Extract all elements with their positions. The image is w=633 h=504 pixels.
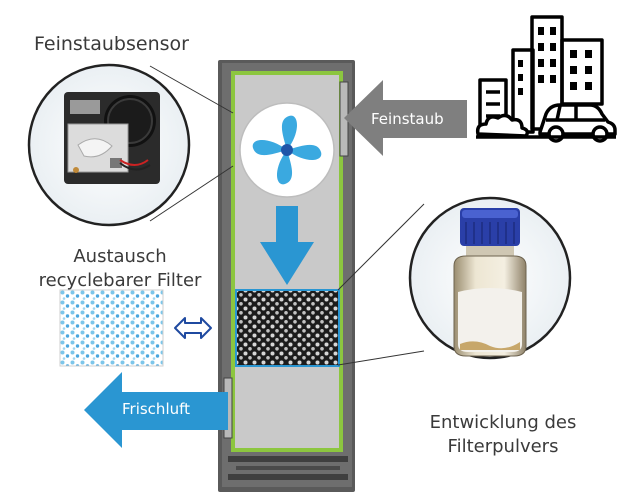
sensor-label: Feinstaubsensor bbox=[34, 33, 189, 55]
sensor-callout bbox=[27, 63, 234, 227]
double-arrow-icon bbox=[174, 317, 212, 339]
jar-callout bbox=[337, 196, 572, 366]
powder-jar bbox=[453, 208, 527, 357]
fan-icon bbox=[239, 102, 335, 198]
filter-exchange-label-line2: recyclebarer Filter bbox=[38, 270, 202, 291]
airflow-down-arrow bbox=[260, 206, 314, 285]
filter-exchange-label: Austausch recyclebarer Filter bbox=[0, 245, 240, 293]
feinstaub-arrow bbox=[344, 80, 467, 156]
powder-development-label-line2: Filterpulvers bbox=[447, 436, 559, 457]
recyclable-filter-sheet bbox=[59, 289, 164, 367]
filter-exchange-label-line1: Austausch bbox=[73, 246, 167, 267]
powder-development-label-line1: Entwicklung des bbox=[429, 412, 577, 433]
city-car-icon bbox=[475, 15, 617, 143]
sensor-device bbox=[64, 92, 160, 184]
frischluft-arrow bbox=[84, 372, 228, 448]
frischluft-arrow-label: Frischluft bbox=[122, 400, 191, 418]
feinstaub-arrow-label: Feinstaub bbox=[371, 110, 444, 128]
powder-development-label: Entwicklung des Filterpulvers bbox=[398, 411, 608, 459]
filter-mesh bbox=[235, 289, 340, 367]
